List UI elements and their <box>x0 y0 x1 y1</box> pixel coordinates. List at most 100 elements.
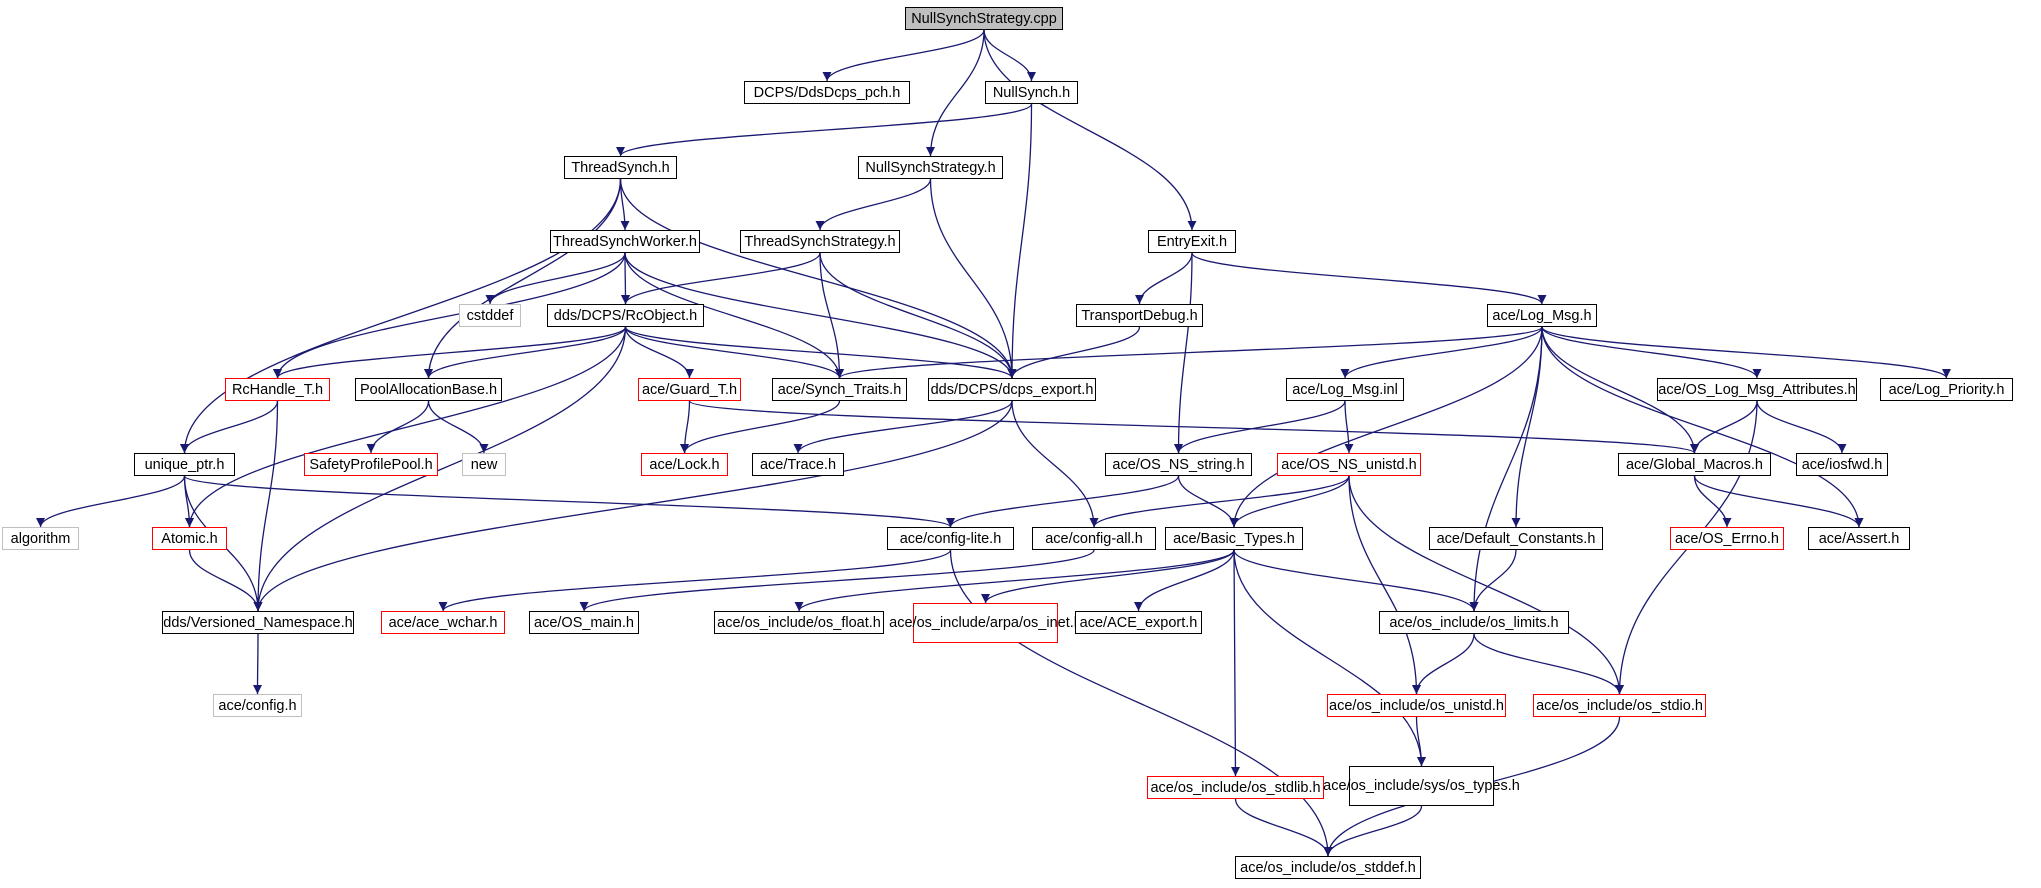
edge-poolallocationbase-to-new <box>427 400 489 454</box>
node-trace[interactable]: ace/Trace.h <box>752 453 844 476</box>
edge-threadsynch-to-poolallocationbase <box>424 178 622 379</box>
node-os-float[interactable]: ace/os_include/os_float.h <box>714 611 884 634</box>
node-ace-wchar[interactable]: ace/ace_wchar.h <box>381 611 505 634</box>
node-transportdebug[interactable]: TransportDebug.h <box>1076 304 1203 327</box>
node-config-h[interactable]: ace/config.h <box>213 694 302 717</box>
edge-nullsynchstrategy_cpp-to-entryexit <box>983 29 1197 231</box>
edge-threadsynch-to-dcps_export <box>619 178 1017 379</box>
edge-config_lite-to-os_stddef <box>949 549 1333 857</box>
node-config-lite[interactable]: ace/config-lite.h <box>887 527 1014 550</box>
node-lock[interactable]: ace/Lock.h <box>641 453 728 476</box>
node-assert[interactable]: ace/Assert.h <box>1808 527 1910 550</box>
node-threadsynch[interactable]: ThreadSynch.h <box>564 156 677 179</box>
node-basic-types[interactable]: ace/Basic_Types.h <box>1165 527 1303 550</box>
edge-basic_types-to-os_limits <box>1233 549 1479 612</box>
node-ddsdcps-pch[interactable]: DCPS/DdsDcps_pch.h <box>744 81 910 104</box>
node-guard[interactable]: ace/Guard_T.h <box>638 378 741 401</box>
edge-dcps_export-to-trace <box>793 400 1013 454</box>
edge-nullsynchstrategy_cpp-to-nullsynch <box>983 29 1036 82</box>
edge-threadsynchworker-to-rcobject <box>620 252 630 305</box>
node-versioned-namespace[interactable]: dds/Versioned_Namespace.h <box>162 611 354 634</box>
edge-os_ns_unistd-to-config_all <box>1089 475 1350 528</box>
edge-transportdebug-to-dcps_export <box>1007 326 1141 379</box>
node-os-stdlib[interactable]: ace/os_include/os_stdlib.h <box>1147 776 1324 799</box>
edge-rcobject-to-atomic <box>185 326 627 528</box>
node-entryexit[interactable]: EntryExit.h <box>1148 230 1236 253</box>
edge-threadsynchstrategy-to-rcobject <box>621 252 821 305</box>
edge-basic_types-to-ace_export <box>1134 549 1235 612</box>
node-os-unistd[interactable]: ace/os_include/os_unistd.h <box>1327 694 1506 717</box>
node-os-inet[interactable]: ace/os_include/arpa /os_inet.h <box>889 603 1082 643</box>
node-algorithm[interactable]: algorithm <box>2 527 79 550</box>
os-types-label-line-1: ace/os_include/sys <box>1323 778 1446 794</box>
node-config-all[interactable]: ace/config-all.h <box>1032 527 1156 550</box>
edge-rchandle-to-unique_ptr <box>180 400 279 454</box>
edge-log_msg-to-basic_types <box>1229 326 1543 528</box>
node-dcps-export[interactable]: dds/DCPS/dcps_export.h <box>928 378 1096 401</box>
node-threadsynchworker[interactable]: ThreadSynchWorker.h <box>550 230 700 253</box>
node-iosfwd[interactable]: ace/iosfwd.h <box>1796 453 1888 476</box>
edge-basic_types-to-os_float <box>794 549 1235 612</box>
edge-basic_types-to-os_inet <box>981 549 1235 604</box>
edge-log_msg-to-global_macros <box>1541 326 1699 454</box>
node-synch-traits[interactable]: ace/Synch_Traits.h <box>772 378 907 401</box>
edge-threadsynchstrategy-to-synch_traits <box>819 252 844 379</box>
node-rcobject[interactable]: dds/DCPS/RcObject.h <box>547 304 704 327</box>
node-os-errno[interactable]: ace/OS_Errno.h <box>1670 527 1784 550</box>
edge-os_ns_unistd-to-basic_types <box>1229 475 1350 528</box>
node-nullsynchstrategy-cpp[interactable]: NullSynchStrategy.cpp <box>905 7 1063 30</box>
edge-os_limits-to-os_stdio <box>1473 633 1624 695</box>
node-threadsynchstrategy[interactable]: ThreadSynchStrategy.h <box>740 230 900 253</box>
edge-entryexit-to-transportdebug <box>1135 252 1193 305</box>
edge-threadsynchworker-to-cstddef <box>485 252 626 305</box>
edge-guard-to-lock <box>680 400 691 454</box>
edge-nullsynch-to-threadsynch <box>616 103 1033 157</box>
edge-synch_traits-to-lock <box>680 400 841 454</box>
edge-log_msg-to-log_msg_inl <box>1340 326 1543 379</box>
edge-rcobject-to-poolallocationbase <box>424 326 627 379</box>
node-safetyprofilepool[interactable]: SafetyProfilePool.h <box>304 453 438 476</box>
node-os-types[interactable]: ace/os_include/sys /os_types.h <box>1323 766 1520 806</box>
edge-basic_types-to-os_stdlib <box>1230 549 1240 777</box>
node-nullsynch[interactable]: NullSynch.h <box>985 81 1078 104</box>
node-os-stdio[interactable]: ace/os_include/os_stdio.h <box>1533 694 1706 717</box>
node-unique-ptr[interactable]: unique_ptr.h <box>134 453 235 476</box>
node-os-limits[interactable]: ace/os_include/os_limits.h <box>1379 611 1569 634</box>
node-default-constants[interactable]: ace/Default_Constants.h <box>1429 527 1603 550</box>
os-types-label-line-2: /os_types.h <box>1445 778 1520 794</box>
node-os-main[interactable]: ace/OS_main.h <box>529 611 639 634</box>
edge-log_msg_inl-to-os_ns_unistd <box>1344 400 1354 454</box>
node-log-priority[interactable]: ace/Log_Priority.h <box>1880 378 2013 401</box>
edge-os_ns_string-to-config_lite <box>946 475 1180 528</box>
os-inet-label-line-2: /os_inet.h <box>1018 615 1082 631</box>
node-atomic[interactable]: Atomic.h <box>152 527 227 550</box>
node-new[interactable]: new <box>462 453 506 476</box>
edge-threadsynchworker-to-synch_traits <box>624 252 844 379</box>
node-nullsynchstrategy-h[interactable]: NullSynchStrategy.h <box>858 156 1003 179</box>
edge-config_all-to-os_main <box>579 549 1095 612</box>
edge-nullsynchstrategy_cpp-to-ddsdcps_pch <box>822 29 985 82</box>
edge-os_log_msg_attributes-to-iosfwd <box>1756 400 1847 454</box>
node-rchandle[interactable]: RcHandle_T.h <box>225 378 330 401</box>
node-os-ns-string[interactable]: ace/OS_NS_string.h <box>1105 453 1252 476</box>
edge-threadsynchworker-to-rchandle <box>273 252 626 379</box>
edge-rcobject-to-dcps_export <box>624 326 1017 379</box>
edge-basic_types-to-os_types <box>1233 549 1426 767</box>
node-os-ns-unistd[interactable]: ace/OS_NS_unistd.h <box>1277 453 1421 476</box>
edge-os_unistd-to-os_types <box>1415 716 1426 767</box>
node-global-macros[interactable]: ace/Global_Macros.h <box>1618 453 1771 476</box>
edge-log_msg-to-synch_traits <box>835 326 1543 379</box>
node-log-msg[interactable]: ace/Log_Msg.h <box>1487 304 1597 327</box>
edge-threadsynchstrategy-to-dcps_export <box>819 252 1017 379</box>
node-cstddef[interactable]: cstddef <box>459 304 521 327</box>
node-os-stddef[interactable]: ace/os_include/os_stddef.h <box>1235 856 1421 879</box>
edge-os_stdlib-to-os_stddef <box>1234 798 1333 857</box>
edge-log_msg-to-os_limits <box>1469 326 1543 612</box>
edge-dcps_export-to-config_all <box>1011 400 1099 528</box>
node-poolallocationbase[interactable]: PoolAllocationBase.h <box>355 378 502 401</box>
node-log-msg-inl[interactable]: ace/Log_Msg.inl <box>1286 378 1404 401</box>
node-os-log-msg-attributes[interactable]: ace/OS_Log_Msg_Attributes.h <box>1657 378 1857 401</box>
edge-log_msg-to-assert <box>1541 326 1864 528</box>
dependency-edges <box>36 29 1951 857</box>
node-ace-export[interactable]: ace/ACE_export.h <box>1075 611 1202 634</box>
